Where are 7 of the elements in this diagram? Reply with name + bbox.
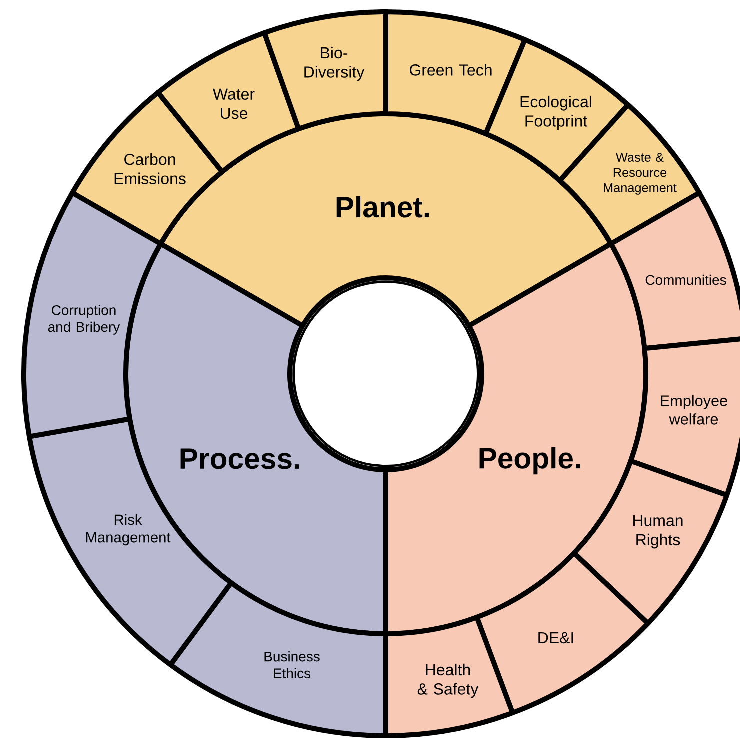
node-label: Business Ethics [264,651,320,679]
outer-segment: Business Ethics [168,580,388,738]
outer-segment: Corruption and Bribery [22,190,164,440]
outer-segment: Health & Safety [384,615,516,738]
node-label: Employee welfare [661,395,728,425]
outer-segment: Employee welfare [628,336,740,498]
outer-segment: Bio-Diversity [262,9,388,132]
